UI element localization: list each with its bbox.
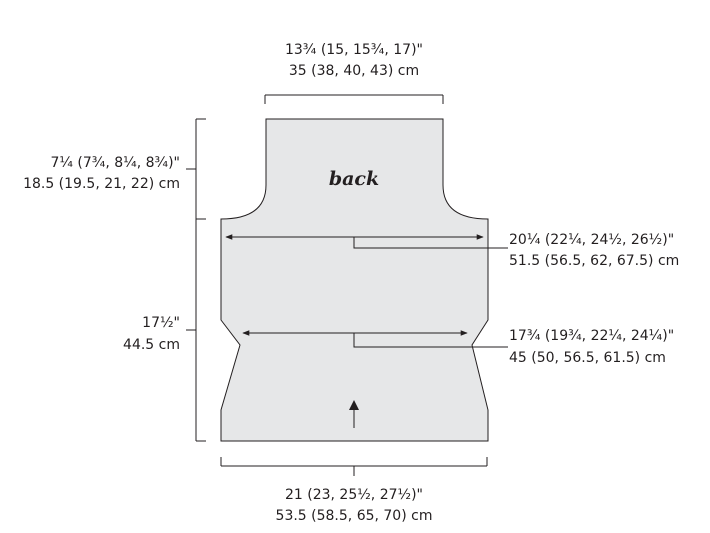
- armhole-depth-imperial: 7¼ (7¾, 8¼, 8¾)": [50, 155, 180, 171]
- bust-width-arrow: [225, 234, 508, 249]
- hem-width-metric: 53.5 (58.5, 65, 70) cm: [276, 508, 433, 524]
- side-length-imperial: 17½": [142, 315, 180, 331]
- bust-width-imperial: 20¼ (22¼, 24½, 26½)": [509, 232, 674, 248]
- top-width-imperial: 13¾ (15, 15¾, 17)": [285, 42, 423, 58]
- side-length-bracket: [186, 218, 206, 442]
- waist-width-imperial: 17¾ (19¾, 22¼, 24¼)": [509, 328, 674, 344]
- waist-width-metric: 45 (50, 56.5, 61.5) cm: [509, 350, 666, 366]
- knitting-direction-arrow-icon: [349, 400, 359, 428]
- armhole-depth-bracket: [186, 118, 206, 219]
- bust-width-metric: 51.5 (56.5, 62, 67.5) cm: [509, 253, 679, 269]
- piece-label: back: [329, 168, 379, 190]
- top-width-bracket: [264, 94, 444, 104]
- armhole-depth-metric: 18.5 (19.5, 21, 22) cm: [23, 176, 180, 192]
- hem-width-imperial: 21 (23, 25½, 27½)": [285, 487, 423, 503]
- hem-width-bracket: [220, 457, 488, 476]
- back-piece-shape: [220, 118, 489, 442]
- top-width-metric: 35 (38, 40, 43) cm: [289, 63, 419, 79]
- side-length-metric: 44.5 cm: [123, 337, 180, 353]
- waist-width-arrow: [242, 330, 508, 348]
